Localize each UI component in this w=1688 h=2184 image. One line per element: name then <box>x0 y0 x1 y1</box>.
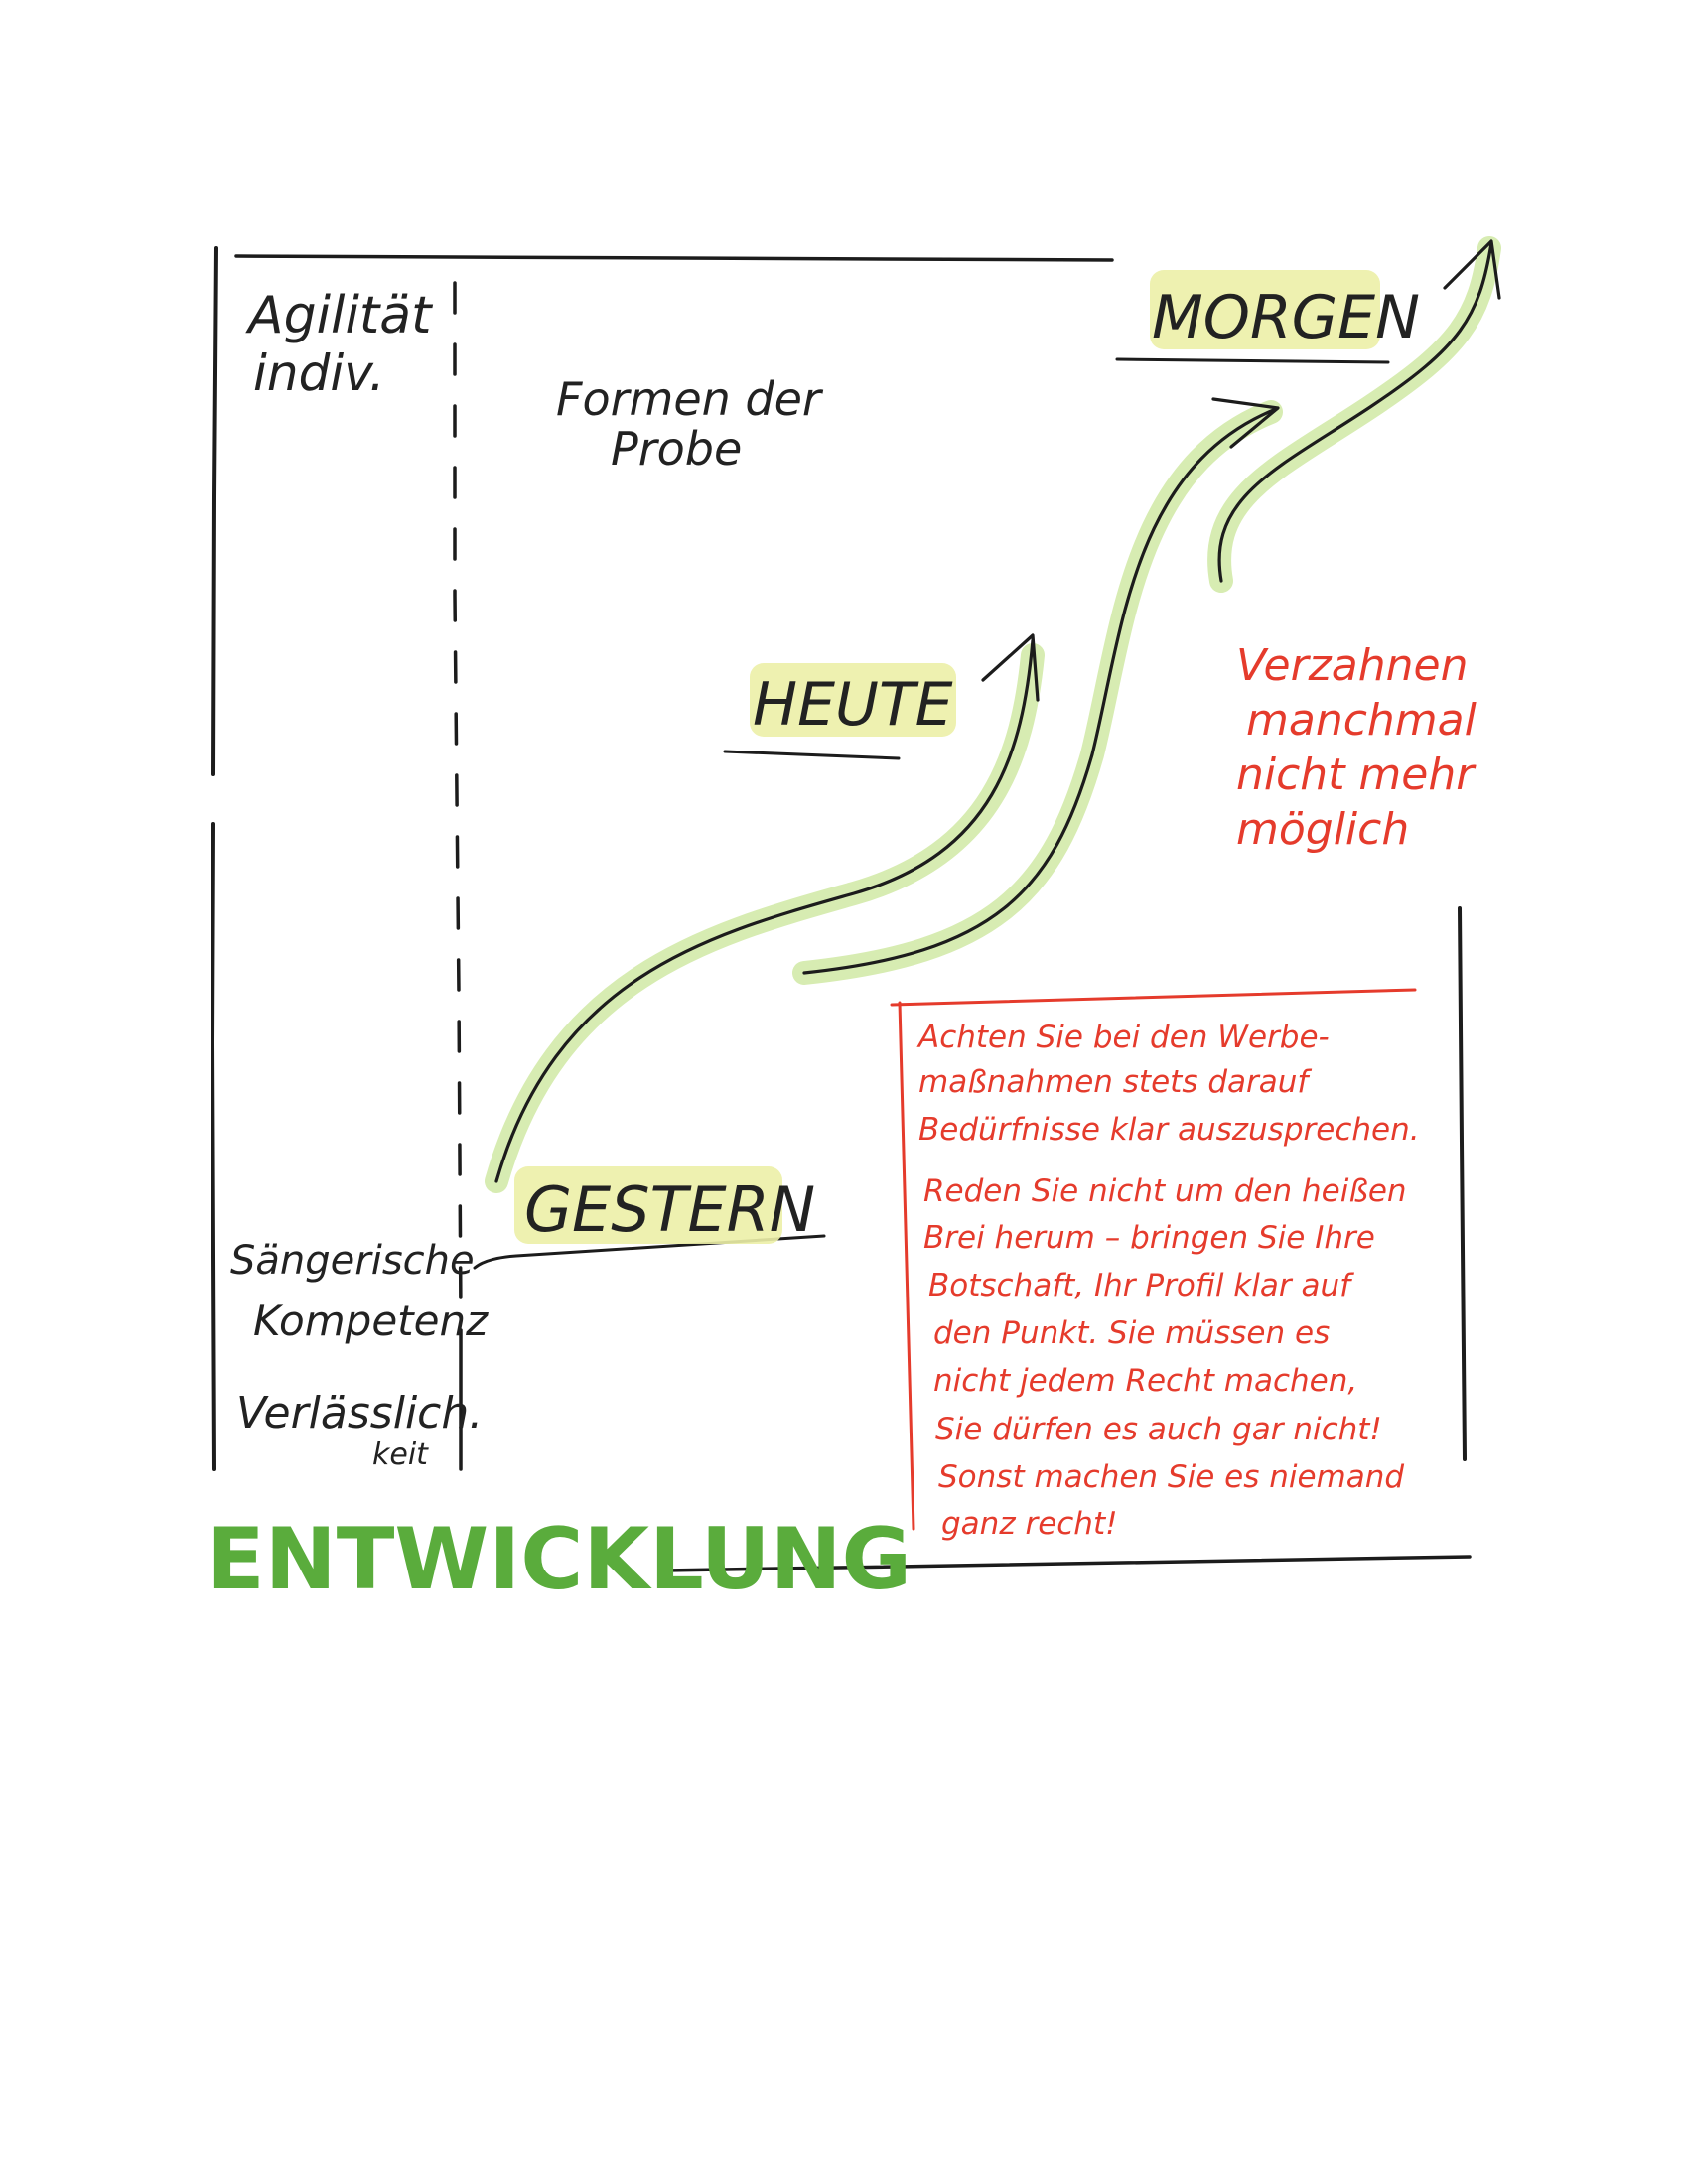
red-note-line2: manchmal <box>1246 695 1477 746</box>
growth-arrows <box>485 236 1501 1193</box>
label-kompetenz-line2: Kompetenz <box>253 1297 489 1345</box>
arrow-gestern-heute-head <box>981 633 1040 702</box>
arrow-heute-morgen-head <box>1211 397 1280 449</box>
label-verlaesslichkeit-line1: Verlässlich. <box>236 1388 483 1438</box>
dashed-divider <box>453 281 463 1471</box>
label-agilitaet-line1: Agilität <box>245 286 433 345</box>
label-entwicklung: ENTWICKLUNG <box>207 1510 912 1609</box>
red-note-line4: möglich <box>1236 804 1409 855</box>
red-box-line9: Sie dürfen es auch gar nicht! <box>935 1412 1382 1447</box>
red-box-line6: Botschaft, Ihr Profil klar auf <box>928 1268 1354 1303</box>
red-note: Verzahnen manchmal nicht mehr möglich <box>1236 640 1477 855</box>
label-kompetenz: Sängerische Kompetenz <box>230 1238 489 1345</box>
heute-underline <box>723 750 901 760</box>
red-box-line11: ganz recht! <box>941 1506 1118 1542</box>
arrow-right-up <box>1217 241 1493 583</box>
red-box-line2: maßnahmen stets darauf <box>918 1064 1312 1100</box>
stage-morgen: MORGEN <box>1152 283 1420 352</box>
red-box: Achten Sie bei den Werbe- maßnahmen stet… <box>890 988 1420 1542</box>
label-formen-line2: Probe <box>611 422 742 476</box>
red-box-line4: Reden Sie nicht um den heißen <box>923 1173 1407 1209</box>
red-box-line5: Brei herum – bringen Sie Ihre <box>923 1220 1375 1256</box>
label-formen-line1: Formen der <box>556 372 824 426</box>
label-agilitaet-line2: indiv. <box>253 344 385 402</box>
frame <box>210 246 1472 1572</box>
label-verlaesslichkeit-line2: keit <box>372 1437 429 1472</box>
gestern-underline <box>473 1234 826 1270</box>
red-box-line10: Sonst machen Sie es niemand <box>938 1459 1404 1495</box>
label-formen: Formen der Probe <box>556 372 824 476</box>
arrow-heute-morgen <box>802 407 1278 975</box>
morgen-underline <box>1115 357 1390 364</box>
red-box-line7: den Punkt. Sie müssen es <box>933 1315 1330 1351</box>
stage-gestern: GESTERN <box>524 1173 815 1246</box>
arrow-gestern-heute <box>494 638 1035 1183</box>
red-box-line8: nicht jedem Recht machen, <box>933 1363 1357 1399</box>
label-kompetenz-line1: Sängerische <box>230 1238 475 1284</box>
red-note-line1: Verzahnen <box>1236 640 1468 691</box>
highlights <box>514 270 1380 1244</box>
label-verlaesslichkeit: Verlässlich. keit <box>236 1388 483 1472</box>
red-note-line3: nicht mehr <box>1236 750 1477 800</box>
red-box-line3: Bedürfnisse klar auszusprechen. <box>918 1112 1420 1148</box>
stage-heute: HEUTE <box>753 670 953 740</box>
arrow-right-up-head <box>1443 239 1501 300</box>
label-agilitaet: Agilität indiv. <box>245 286 433 402</box>
red-box-line1: Achten Sie bei den Werbe- <box>916 1020 1330 1055</box>
